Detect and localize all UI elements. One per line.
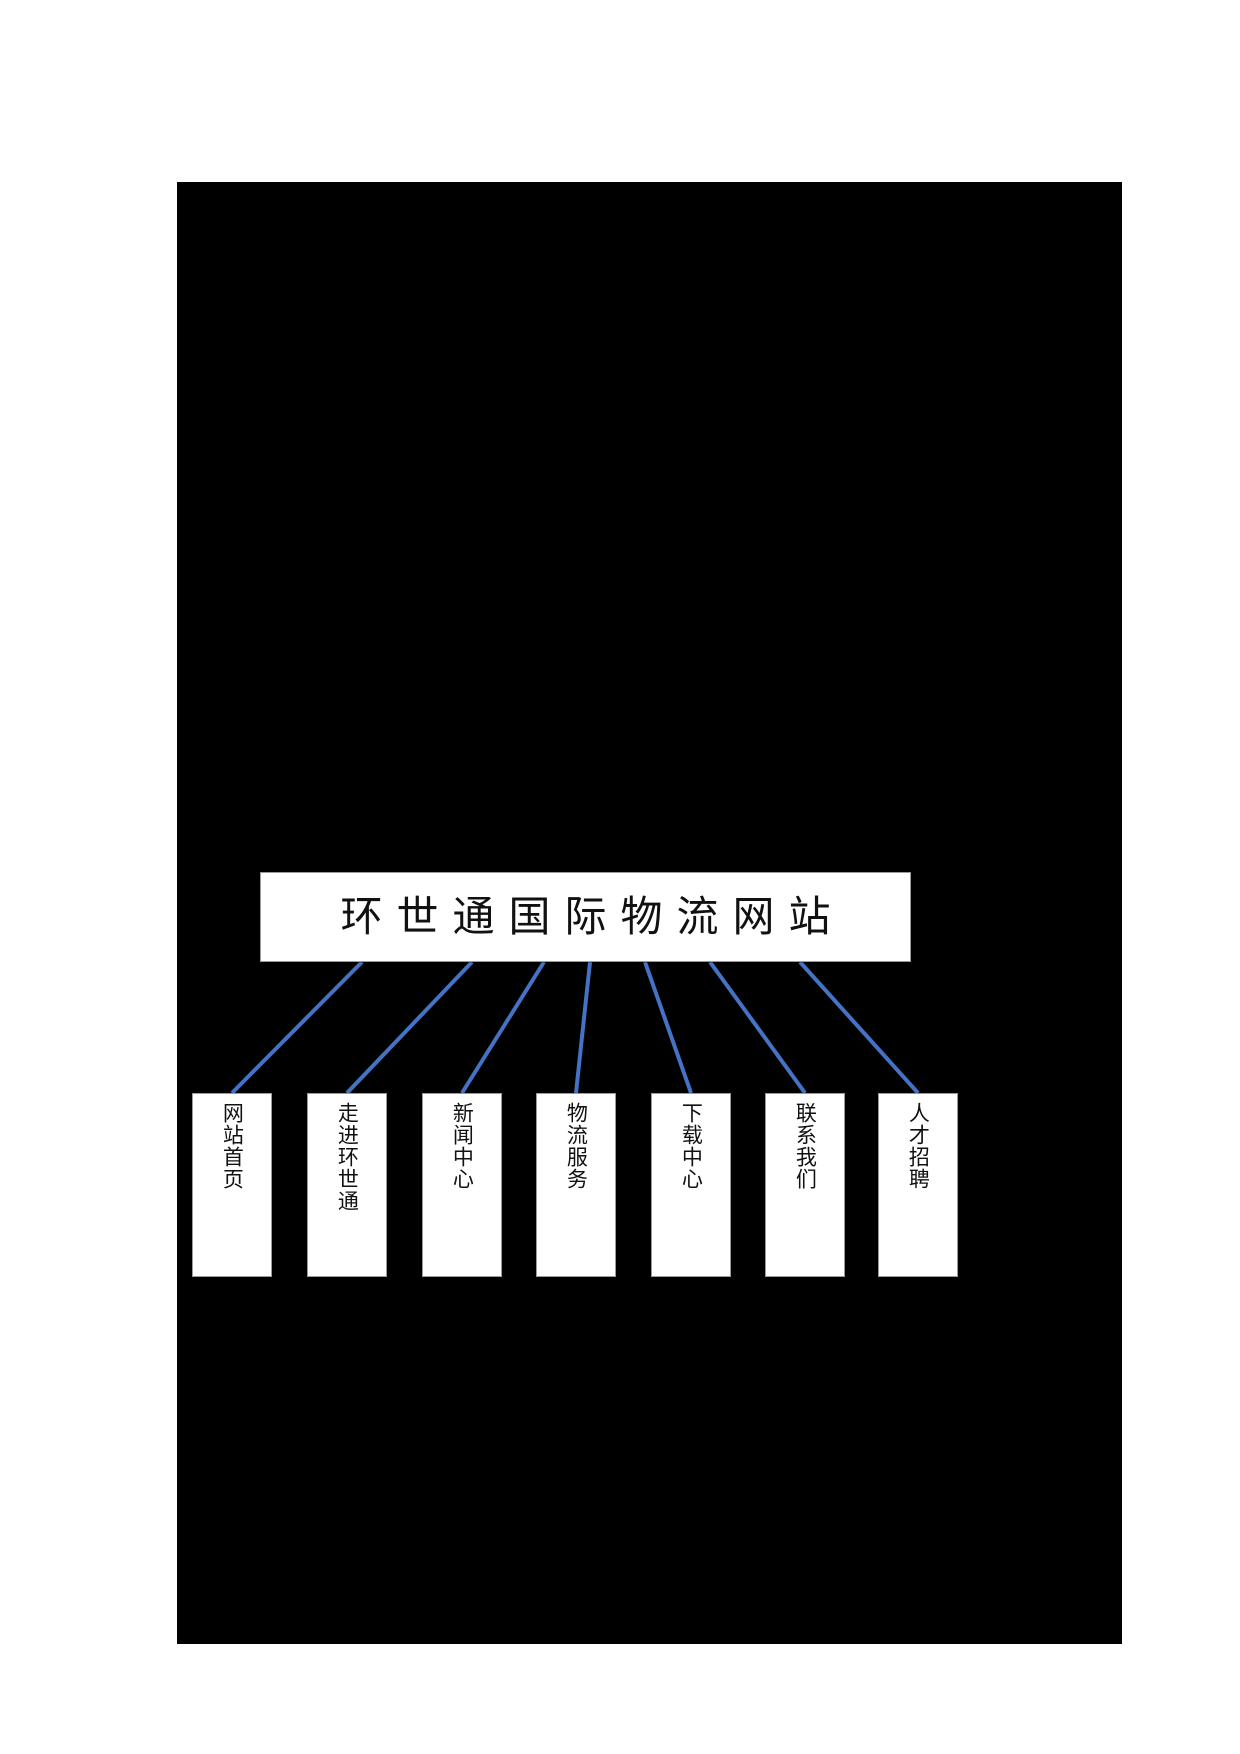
connector-line-3 [460,960,546,1095]
leaf-label-wrapper: 人才招聘 [879,1102,957,1190]
connector-line-4 [574,961,592,1094]
sitemap-diagram: 环世通国际物流网站 网站首页 走进环世通 新闻中心 物流服务 [177,182,1122,1644]
root-node[interactable]: 环世通国际物流网站 [260,872,911,962]
leaf-node-contact[interactable]: 联系我们 [765,1093,845,1277]
leaf-node-label: 网站首页 [220,1102,245,1190]
leaf-node-label: 物流服务 [564,1102,589,1190]
leaf-node-label: 下载中心 [679,1102,704,1190]
leaf-node-careers[interactable]: 人才招聘 [878,1093,958,1277]
connector-line-1 [230,960,364,1095]
leaf-node-label: 走进环世通 [335,1102,360,1212]
leaf-node-label: 联系我们 [793,1102,818,1190]
connector-line-7 [798,960,920,1095]
leaf-node-downloads[interactable]: 下载中心 [651,1093,731,1277]
connector-line-6 [708,960,807,1095]
leaf-node-services[interactable]: 物流服务 [536,1093,616,1277]
leaf-label-wrapper: 下载中心 [652,1102,730,1190]
connector-line-2 [345,960,474,1095]
leaf-label-wrapper: 物流服务 [537,1102,615,1190]
leaf-label-wrapper: 新闻中心 [423,1102,501,1190]
leaf-label-wrapper: 网站首页 [193,1102,271,1190]
leaf-node-about[interactable]: 走进环世通 [307,1093,387,1277]
leaf-node-label: 人才招聘 [906,1102,931,1190]
root-node-label: 环世通国际物流网站 [340,892,845,941]
leaf-label-wrapper: 走进环世通 [308,1102,386,1212]
leaf-node-label: 新闻中心 [450,1102,475,1190]
connector-line-5 [643,961,693,1094]
leaf-node-home[interactable]: 网站首页 [192,1093,272,1277]
leaf-node-news[interactable]: 新闻中心 [422,1093,502,1277]
leaf-label-wrapper: 联系我们 [766,1102,844,1190]
page-canvas: 环世通国际物流网站 网站首页 走进环世通 新闻中心 物流服务 [177,182,1122,1644]
leaf-node-row: 网站首页 走进环世通 新闻中心 物流服务 下载中心 [177,1093,1122,1278]
